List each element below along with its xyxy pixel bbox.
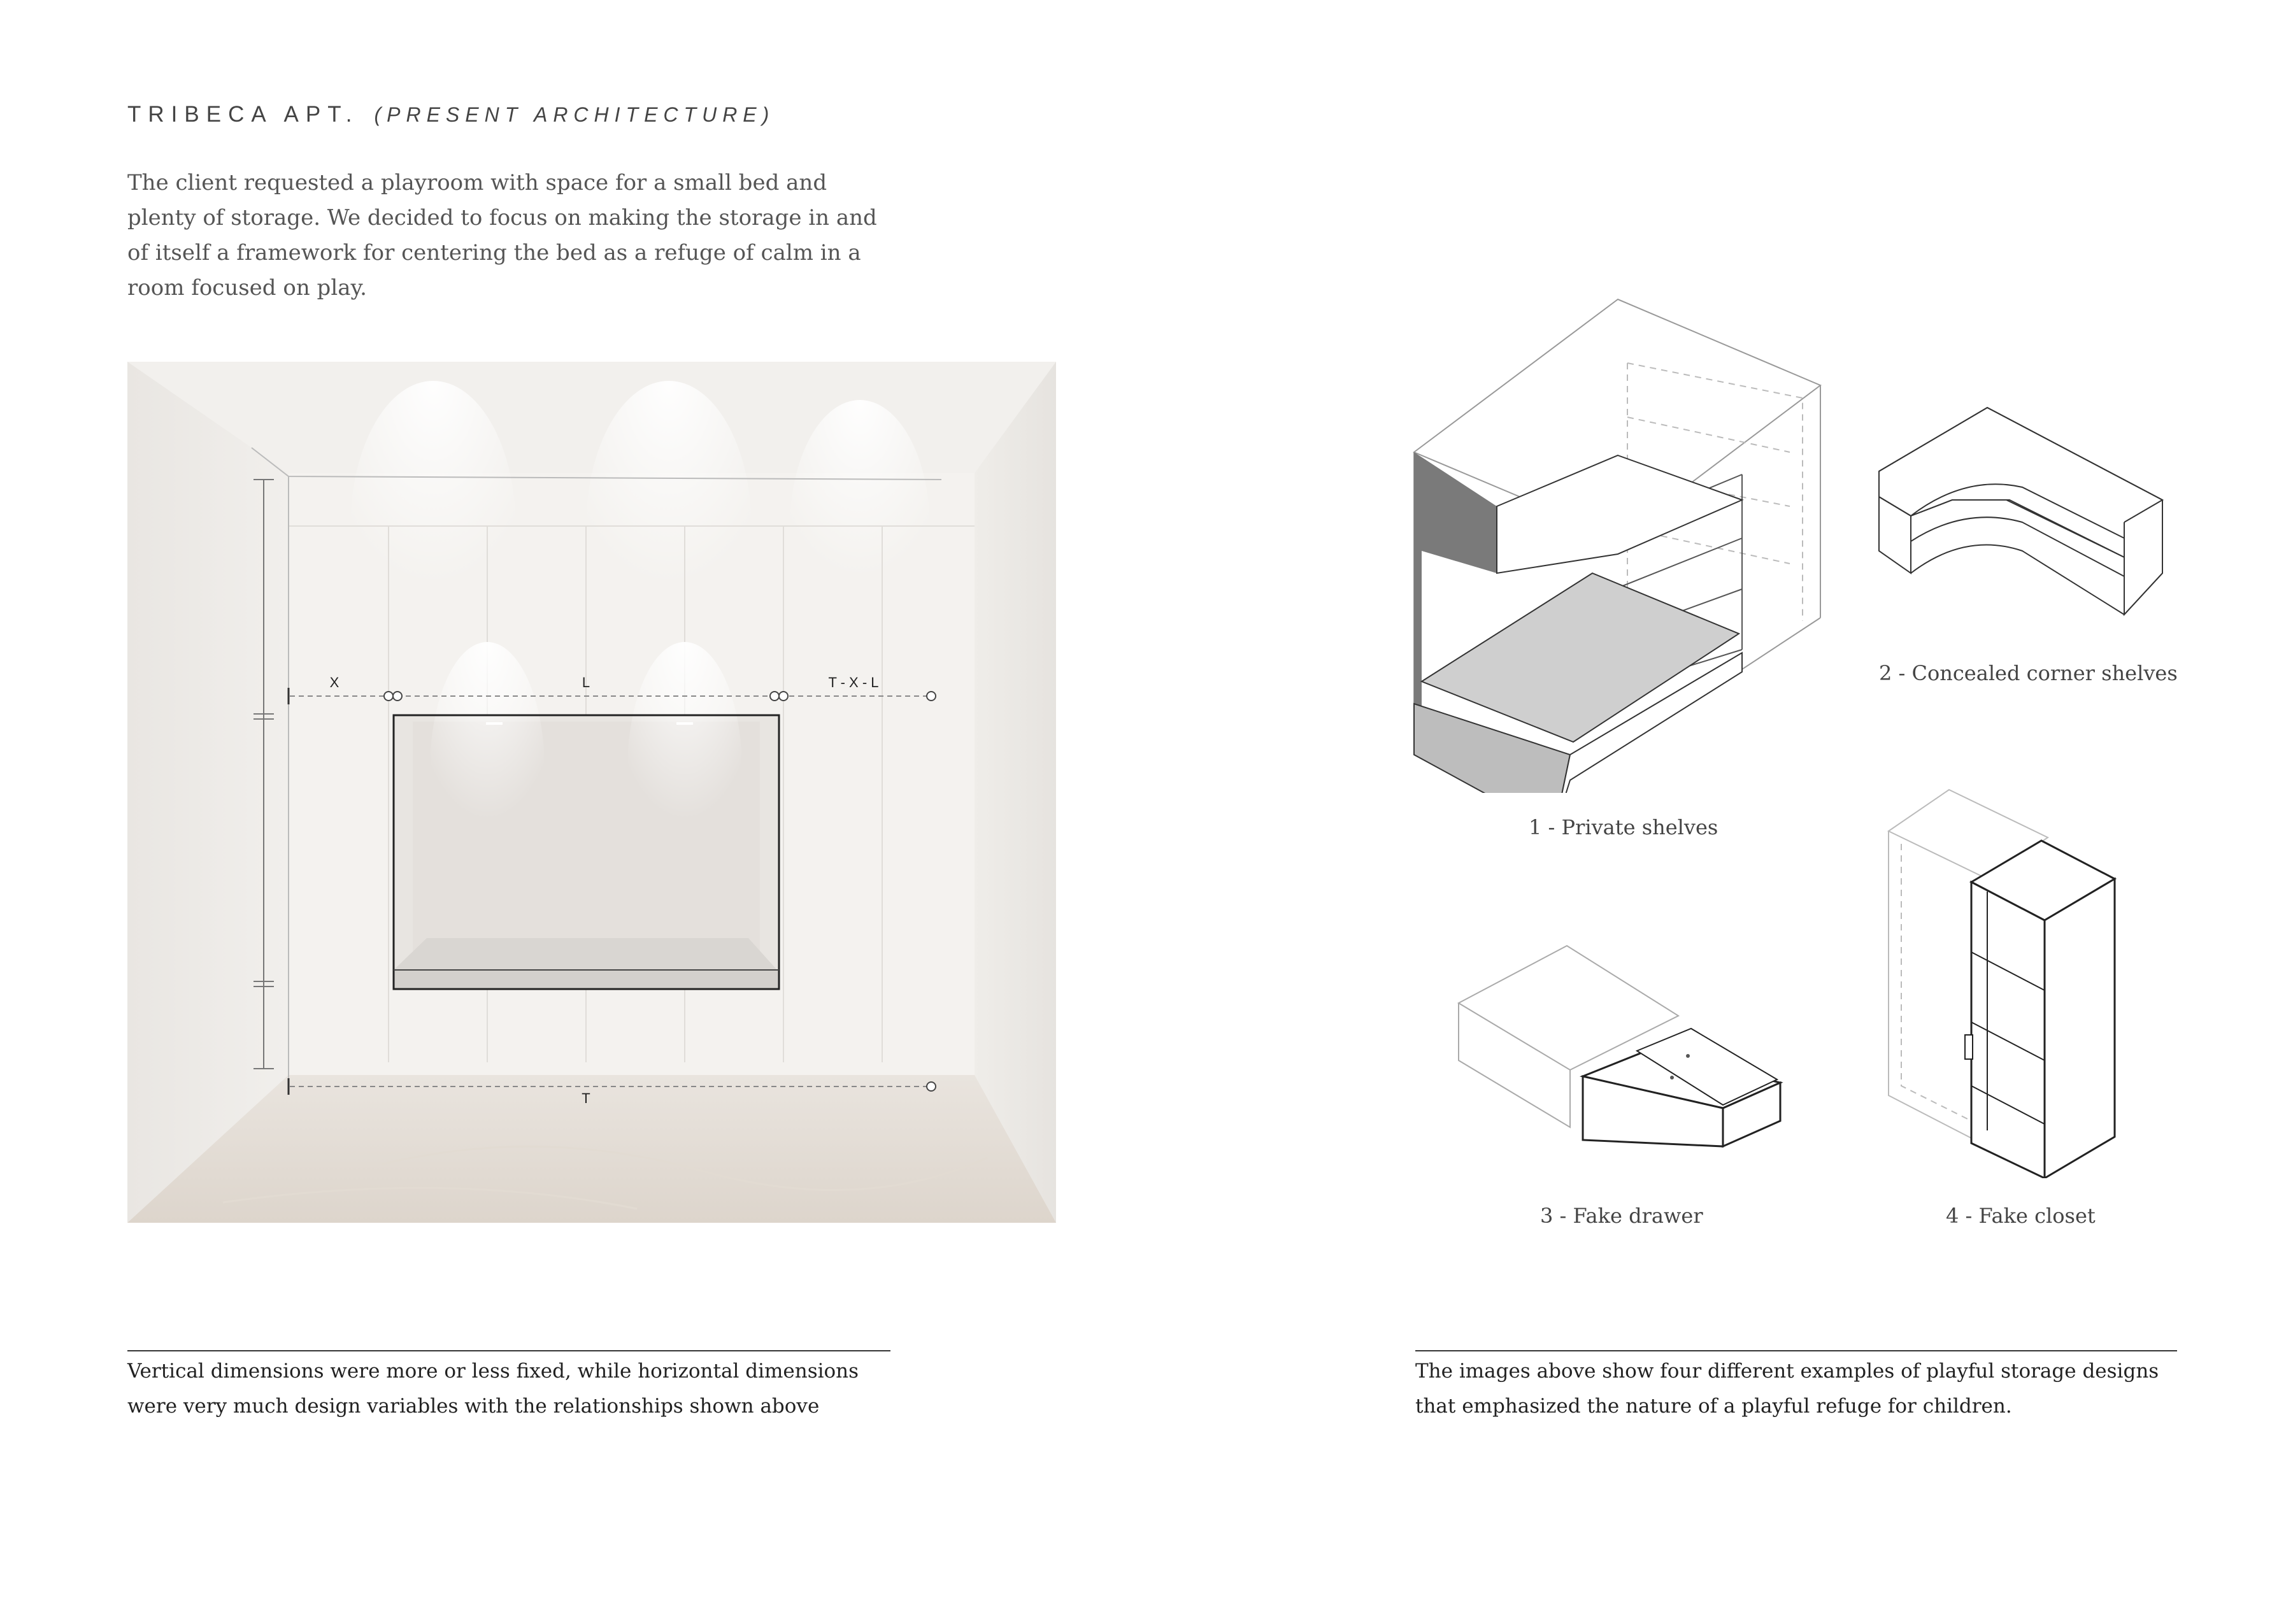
dim-label-t-x-l: T - X - L bbox=[828, 674, 878, 690]
diagram-caption-2: 2 - Concealed corner shelves bbox=[1879, 661, 2178, 685]
project-subtitle: (PRESENT ARCHITECTURE) bbox=[374, 103, 775, 126]
corner-shelves-axonometric bbox=[1876, 404, 2166, 621]
left-caption-rule bbox=[127, 1350, 890, 1351]
dim-label-l: L bbox=[582, 674, 590, 690]
diagram-caption-4: 4 - Fake closet bbox=[1946, 1204, 2096, 1228]
left-caption: Vertical dimensions were more or less fi… bbox=[127, 1360, 859, 1418]
project-title: TRIBECA APT. bbox=[127, 102, 359, 127]
fake-closet-axonometric bbox=[1885, 787, 2121, 1178]
room-rendering: X L T - X - L T bbox=[127, 362, 1056, 1223]
dim-label-t: T bbox=[582, 1090, 590, 1106]
intro-paragraph: The client requested a playroom with spa… bbox=[127, 170, 877, 301]
dim-label-x: X bbox=[330, 674, 339, 690]
fake-drawer-axonometric bbox=[1455, 943, 1787, 1150]
diagram-caption-3: 3 - Fake drawer bbox=[1540, 1204, 1703, 1228]
right-caption-rule bbox=[1415, 1350, 2177, 1351]
private-shelves-axonometric bbox=[1408, 296, 1828, 793]
page-title: TRIBECA APT. (PRESENT ARCHITECTURE) bbox=[127, 102, 775, 127]
diagram-caption-1: 1 - Private shelves bbox=[1529, 815, 1718, 839]
right-caption: The images above show four different exa… bbox=[1415, 1360, 2159, 1418]
